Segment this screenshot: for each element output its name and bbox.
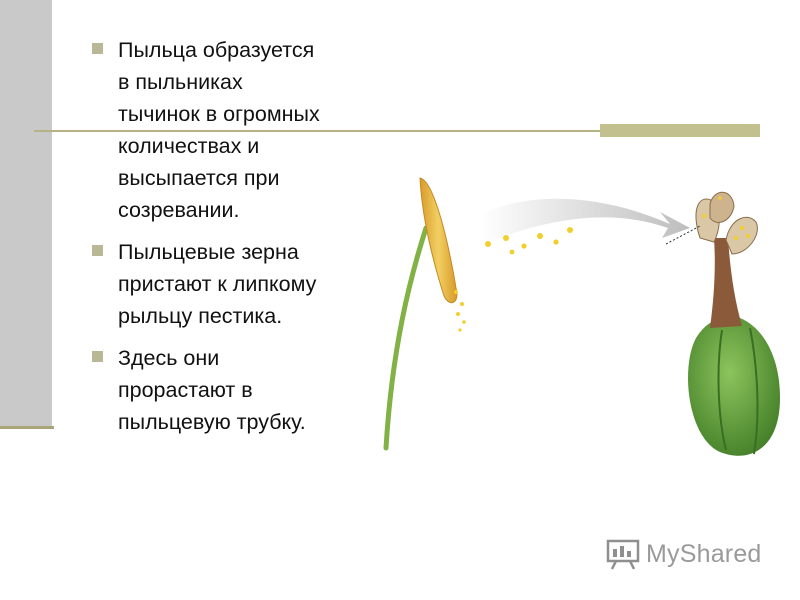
bullet-item: Пыльца образуется в пыльниках тычинок в … [92, 34, 382, 226]
pollination-illustration [383, 177, 780, 456]
pistil [665, 191, 780, 456]
pointer-line [665, 225, 701, 245]
stigma-pollen [702, 196, 750, 240]
watermark-text: MyShared [646, 539, 762, 568]
falling-pollen [454, 290, 466, 332]
stamen-anther [419, 177, 458, 304]
bullet-marker [92, 43, 103, 54]
bullet-item: Пыльцевые зерна пристают к липкому рыльц… [92, 236, 382, 332]
pistil-ovary [688, 316, 780, 456]
pollen-transfer-arrow [480, 198, 690, 255]
horizontal-rule [34, 130, 604, 132]
airborne-pollen [485, 227, 573, 255]
horizontal-rule-accent [600, 124, 760, 137]
bullet-text: Пыльца образуется в пыльниках тычинок в … [118, 38, 320, 222]
stamen [383, 177, 466, 451]
left-decor-bar-edge [0, 426, 54, 429]
bullet-marker [92, 351, 103, 362]
bullet-list: Пыльца образуется в пыльниках тычинок в … [92, 34, 382, 448]
watermark: MyShared [606, 534, 762, 574]
pistil-stigma-center [709, 191, 735, 223]
bullet-text: Пыльцевые зерна пристают к липкому рыльц… [118, 240, 317, 328]
bullet-item: Здесь они прорастают в пыльцевую трубку. [92, 342, 382, 438]
left-decor-bar [0, 0, 52, 428]
myshared-logo-icon [606, 539, 640, 570]
stamen-filament [383, 225, 429, 451]
bullet-text: Здесь они прорастают в пыльцевую трубку. [118, 346, 306, 434]
pistil-style [710, 238, 742, 328]
pistil-stigma-right [725, 217, 758, 255]
bullet-marker [92, 245, 103, 256]
